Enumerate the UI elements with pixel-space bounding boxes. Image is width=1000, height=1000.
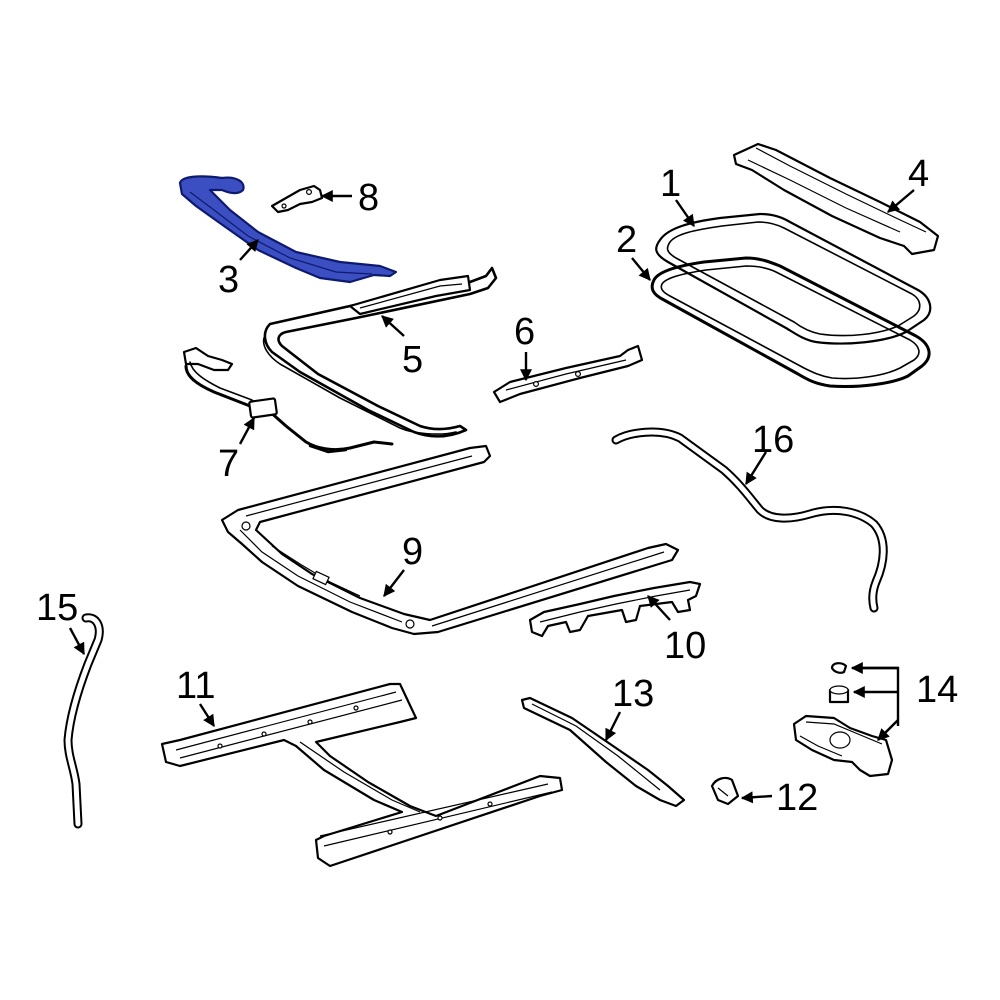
callout-10: 10 bbox=[664, 625, 706, 667]
part-7-cable[interactable] bbox=[182, 346, 394, 454]
leader-lines bbox=[68, 189, 915, 804]
part-5-guide-rail[interactable] bbox=[262, 266, 498, 438]
callout-6: 6 bbox=[514, 311, 535, 353]
callout-labels: 1 2 3 4 5 6 7 8 9 10 11 12 13 14 15 16 bbox=[36, 153, 958, 819]
part-11-reinforcement[interactable] bbox=[160, 682, 564, 868]
part-2-seal[interactable] bbox=[650, 256, 931, 388]
part-9-frame[interactable] bbox=[220, 444, 680, 636]
part-1-glass-panel[interactable] bbox=[655, 212, 932, 345]
part-3-highlighted[interactable] bbox=[178, 175, 398, 284]
part-13-rail[interactable] bbox=[520, 696, 686, 808]
part-16-hose[interactable] bbox=[611, 427, 888, 613]
callout-11: 11 bbox=[176, 665, 215, 707]
part-6-slider[interactable] bbox=[492, 344, 644, 404]
callout-9: 9 bbox=[402, 531, 423, 573]
part-14-motor[interactable] bbox=[792, 662, 894, 778]
callout-1: 1 bbox=[660, 163, 681, 205]
part-15-hose[interactable] bbox=[63, 613, 104, 829]
callout-5: 5 bbox=[402, 339, 423, 381]
callout-4: 4 bbox=[908, 153, 929, 195]
callout-13: 13 bbox=[612, 673, 654, 715]
part-8-bracket[interactable] bbox=[270, 184, 324, 214]
callout-12: 12 bbox=[776, 777, 818, 819]
callout-3: 3 bbox=[218, 259, 239, 301]
callout-16: 16 bbox=[752, 419, 794, 461]
callout-2: 2 bbox=[616, 219, 637, 261]
callout-14: 14 bbox=[916, 669, 958, 711]
part-12-clip[interactable] bbox=[710, 776, 740, 806]
callout-7: 7 bbox=[218, 443, 239, 485]
callout-8: 8 bbox=[358, 177, 379, 219]
part-4-rail[interactable] bbox=[732, 142, 940, 256]
callout-15: 15 bbox=[36, 587, 78, 629]
